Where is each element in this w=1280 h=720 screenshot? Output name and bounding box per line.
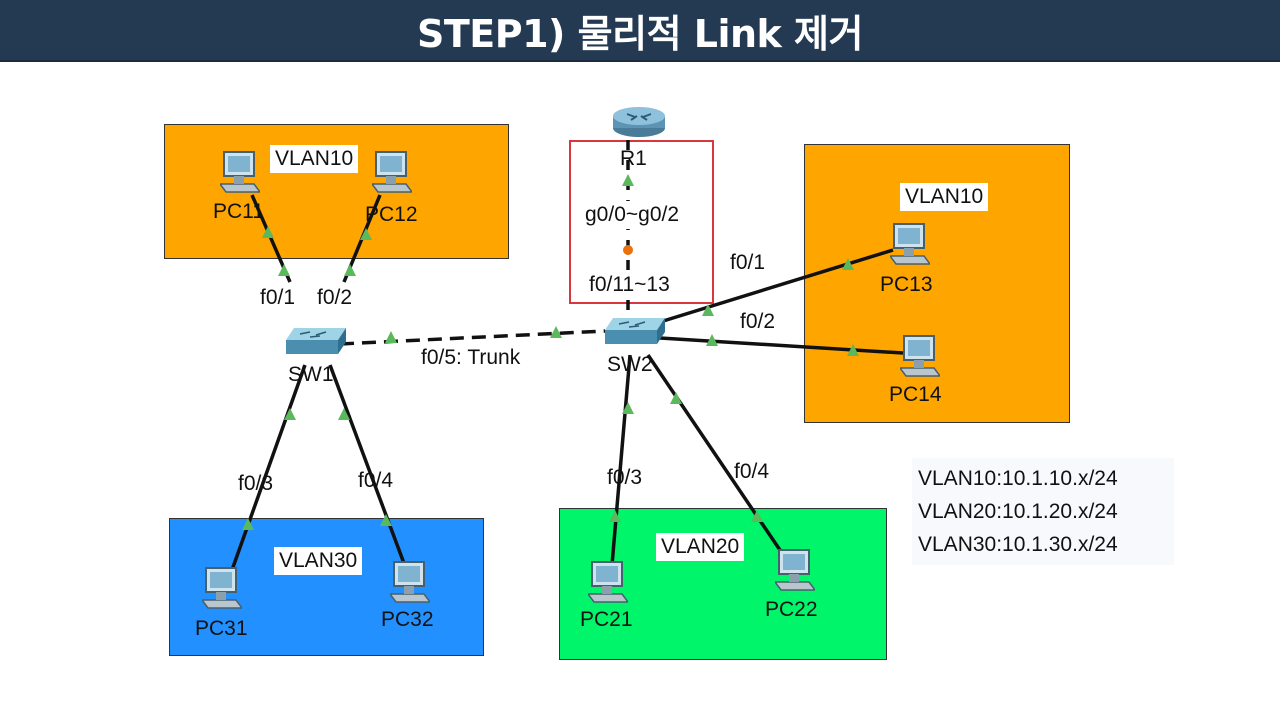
port-label-sw2-f04: f0/4 (734, 460, 770, 483)
link-light-sw1-f03 (284, 408, 296, 420)
link-light-sw2-f02 (706, 334, 718, 346)
link-light-sw2-f03 (622, 402, 634, 414)
vlan10-left-area (164, 124, 509, 259)
legend-vlan20: VLAN20:10.1.20.x/24 (918, 500, 1118, 523)
device-label-pc32: PC32 (381, 608, 434, 631)
pc-icon[interactable] (220, 150, 260, 194)
vlan10-right-label: VLAN10 (900, 183, 989, 211)
device-label-sw2: SW2 (607, 353, 653, 376)
link-light-trunk-sw1 (385, 331, 397, 343)
port-label-sw2-f02: f0/2 (740, 310, 776, 333)
switch-icon[interactable] (605, 316, 665, 346)
link-light-pc21 (609, 510, 621, 522)
legend-vlan10: VLAN10:10.1.10.x/24 (918, 467, 1118, 490)
pc-icon[interactable] (775, 548, 815, 592)
link-light-pc11 (262, 226, 274, 238)
port-label-sw2-uplink: f0/11~13 (584, 271, 675, 299)
link-light-pc22 (751, 510, 763, 522)
device-label-pc14: PC14 (889, 383, 942, 406)
device-label-pc21: PC21 (580, 608, 633, 631)
pc-icon[interactable] (390, 560, 430, 604)
device-label-pc31: PC31 (195, 617, 248, 640)
port-label-sw1-f03: f0/3 (238, 472, 274, 495)
link-sw1-pc32 (328, 364, 407, 567)
vlan20-label: VLAN20 (656, 533, 745, 561)
link-sw2-pc14 (659, 336, 904, 355)
link-light-sw1-f04 (338, 408, 350, 420)
link-light-pc14 (847, 344, 859, 356)
link-light-sw1-f02 (344, 264, 356, 276)
link-light-r1 (622, 174, 634, 186)
port-label-sw1-f02: f0/2 (317, 286, 353, 309)
pc-icon[interactable] (900, 334, 940, 378)
switch-icon[interactable] (286, 326, 346, 356)
link-light-sw2-f04 (670, 392, 682, 404)
device-label-pc22: PC22 (765, 598, 818, 621)
port-label-sw2-f01: f0/1 (730, 251, 766, 274)
link-light-sw2-f01 (702, 304, 714, 316)
device-label-sw1: SW1 (288, 363, 334, 386)
pc-icon[interactable] (588, 560, 628, 604)
pc-icon[interactable] (372, 150, 412, 194)
link-light-pc31 (242, 518, 254, 530)
device-label-r1: R1 (620, 147, 647, 170)
device-label-pc11: PC11 (213, 200, 264, 223)
link-light-pc13 (842, 258, 854, 270)
slide-title: STEP1) 물리적 Link 제거 (417, 11, 863, 56)
device-label-pc12: PC12 (365, 203, 418, 226)
link-light-trunk-sw2 (550, 326, 562, 338)
pc-icon[interactable] (890, 222, 930, 266)
port-label-sw1-f04: f0/4 (358, 469, 394, 492)
removed-link-highlight (569, 140, 714, 304)
blocked-link-light (623, 245, 633, 255)
port-label-r1-ports: g0/0~g0/2 (580, 201, 685, 229)
pc-icon[interactable] (202, 566, 242, 610)
link-sw1-pc31 (230, 364, 307, 571)
vlan30-label: VLAN30 (274, 547, 363, 575)
port-label-sw1-f01: f0/1 (260, 286, 296, 309)
port-label-sw2-f03: f0/3 (607, 466, 643, 489)
device-label-pc13: PC13 (880, 273, 933, 296)
link-sw2-pc22 (646, 354, 786, 557)
legend-vlan30: VLAN30:10.1.30.x/24 (918, 533, 1118, 556)
link-light-pc12 (360, 228, 372, 240)
vlan-subnet-legend: VLAN10:10.1.10.x/24 VLAN20:10.1.20.x/24 … (912, 458, 1174, 565)
link-sw2-pc13 (659, 248, 894, 324)
slide-header: STEP1) 물리적 Link 제거 (0, 0, 1280, 62)
port-label-trunk: f0/5: Trunk (416, 344, 526, 372)
link-light-pc32 (380, 514, 392, 526)
vlan10-left-label: VLAN10 (270, 145, 359, 173)
link-trunk (339, 329, 606, 346)
link-sw2-pc21 (610, 354, 632, 566)
link-light-sw1-f01 (278, 264, 290, 276)
router-icon[interactable] (611, 104, 667, 138)
